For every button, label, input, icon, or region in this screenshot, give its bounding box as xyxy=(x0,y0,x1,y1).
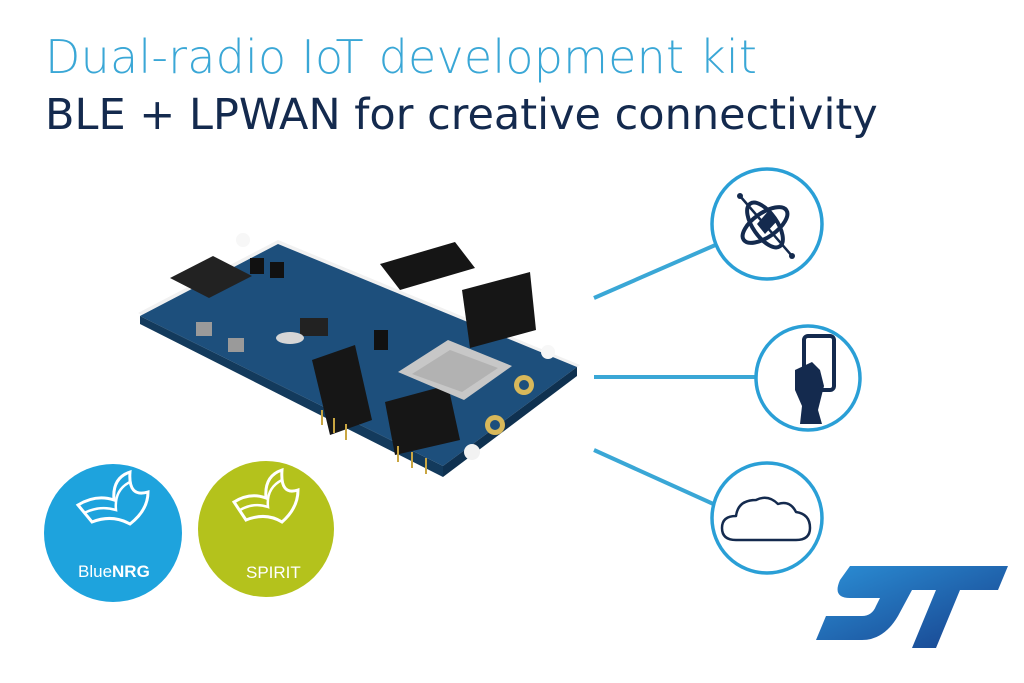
dev-board xyxy=(138,233,580,477)
bluenrg-label-suffix: NRG xyxy=(112,562,150,581)
cloud-icon xyxy=(720,496,812,542)
spirit-badge xyxy=(198,461,334,597)
spirit-label: SPIRIT xyxy=(246,563,301,582)
bluenrg-badge xyxy=(44,464,182,602)
globe-network-icon xyxy=(737,193,795,259)
hand-phone-icon xyxy=(795,334,836,424)
st-logo xyxy=(816,566,1008,648)
bluenrg-label-prefix: Blue xyxy=(78,562,113,581)
headline-line2: BLE + LPWAN for creative connectivity xyxy=(45,90,878,140)
cloud-circle xyxy=(710,461,824,575)
bluenrg-label: BlueNRG xyxy=(78,562,150,582)
headline-line1: Dual-radio IoT development kit xyxy=(45,30,758,84)
connector-lines xyxy=(593,241,760,509)
